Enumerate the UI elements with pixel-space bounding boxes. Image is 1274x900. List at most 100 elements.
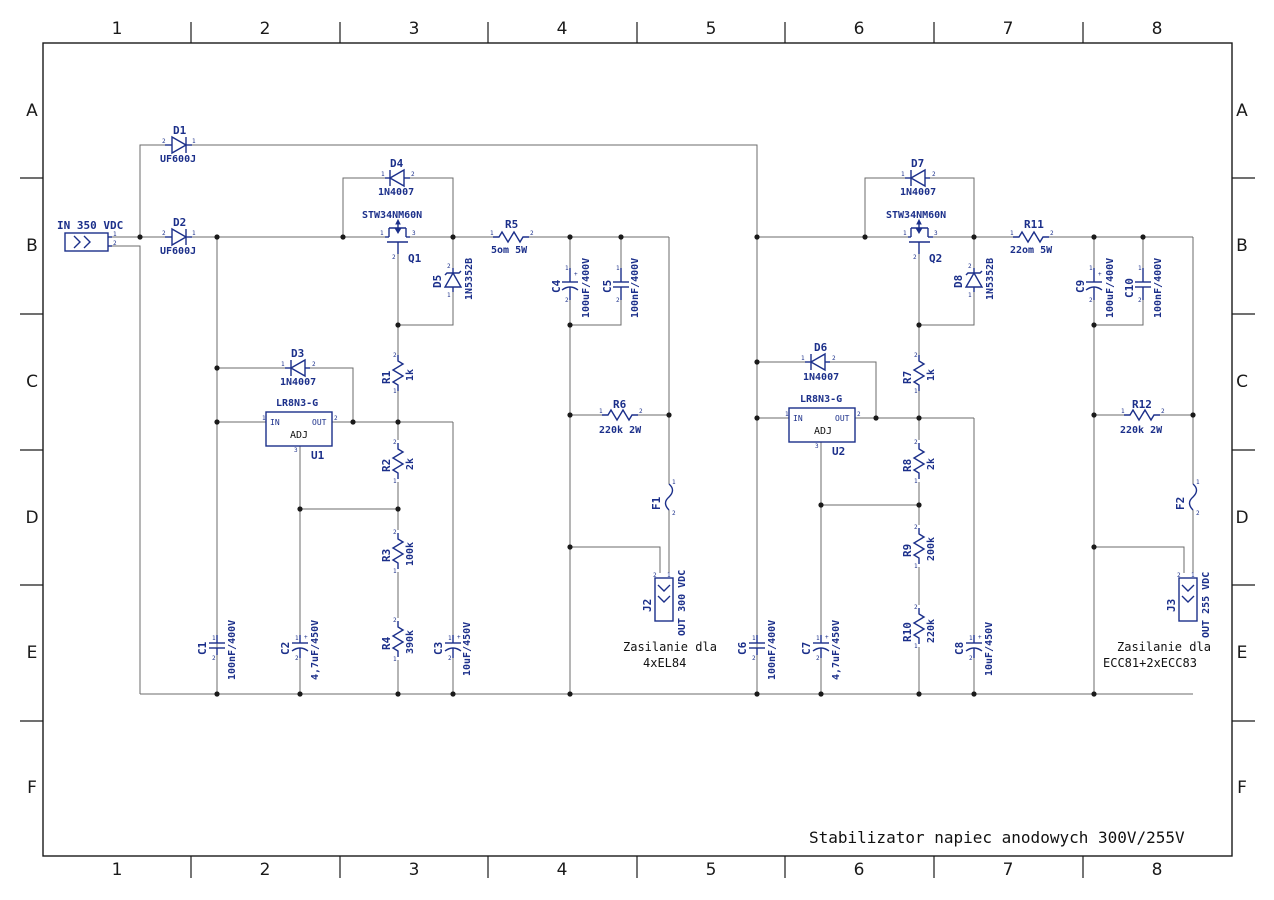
svg-text:2: 2 — [212, 655, 216, 662]
r1-value: 1k — [405, 369, 416, 381]
svg-text:1: 1 — [1089, 265, 1093, 272]
svg-text:2: 2 — [913, 254, 917, 261]
capacitor-c10: 1 2 C10 100nF/400V — [1123, 258, 1164, 318]
svg-text:2: 2 — [816, 655, 820, 662]
u2-in-label: IN — [793, 414, 803, 423]
row-label-left: B — [26, 236, 38, 256]
svg-text:3: 3 — [934, 230, 938, 237]
resistor-r10: 2 1 R10 220k — [901, 604, 937, 650]
svg-text:2: 2 — [914, 439, 918, 446]
resistor-r5: 1 2 R5 5om 5W — [490, 218, 534, 256]
r5-ref: R5 — [505, 218, 518, 231]
row-label-left: E — [27, 643, 38, 663]
c7-value: 4,7uF/450V — [831, 620, 842, 680]
col-label-bottom: 4 — [557, 860, 568, 880]
mosfet-q1: 1 3 2 STW34NM60N Q1 — [362, 210, 422, 265]
d4-ref: D4 — [390, 157, 404, 170]
row-label-left: A — [26, 101, 38, 121]
svg-text:1: 1 — [785, 411, 789, 418]
c6-ref: C6 — [736, 641, 749, 655]
svg-text:2: 2 — [162, 138, 166, 145]
c2-ref: C2 — [279, 642, 292, 655]
diode-d4: 1 2 D4 1N4007 — [378, 157, 415, 198]
r12-value: 220k 2W — [1120, 425, 1163, 436]
svg-text:2: 2 — [653, 572, 657, 579]
svg-text:1: 1 — [1138, 265, 1142, 272]
svg-text:2: 2 — [162, 230, 166, 237]
j2-value: OUT 300 VDC — [677, 570, 688, 636]
col-label-bottom: 6 — [854, 860, 865, 880]
row-label-left: C — [26, 372, 38, 392]
svg-text:1: 1 — [393, 656, 397, 663]
r3-value: 100k — [405, 542, 416, 566]
c9-ref: C9 — [1074, 280, 1087, 293]
svg-text:2: 2 — [857, 411, 861, 418]
svg-text:2: 2 — [393, 439, 397, 446]
d8-value: 1N5352B — [985, 258, 996, 300]
c8-ref: C8 — [953, 642, 966, 655]
svg-text:2: 2 — [448, 655, 452, 662]
svg-text:1: 1 — [448, 635, 452, 642]
r7-value: 1k — [926, 369, 937, 381]
svg-text:1: 1 — [1191, 572, 1195, 579]
svg-text:2: 2 — [1177, 572, 1181, 579]
svg-text:1: 1 — [1196, 479, 1200, 486]
svg-text:2: 2 — [1196, 510, 1200, 517]
c1-ref: C1 — [196, 641, 209, 655]
svg-text:3: 3 — [815, 443, 819, 450]
j3-note-line1: Zasilanie dla — [1117, 640, 1211, 654]
f1-ref: F1 — [650, 496, 663, 510]
svg-text:1: 1 — [801, 355, 805, 362]
col-label-bottom: 3 — [409, 860, 420, 880]
svg-text:+: + — [1098, 271, 1102, 278]
d1-ref: D1 — [173, 124, 187, 137]
r4-ref: R4 — [380, 636, 393, 650]
svg-text:2: 2 — [968, 263, 972, 270]
svg-text:1: 1 — [914, 388, 918, 395]
u2-adj-label: ADJ — [814, 426, 832, 437]
col-label-bottom: 7 — [1003, 860, 1014, 880]
d8-ref: D8 — [952, 275, 965, 288]
wires — [112, 144, 1194, 695]
svg-text:2: 2 — [393, 617, 397, 624]
svg-text:2: 2 — [639, 408, 643, 415]
c5-value: 100nF/400V — [630, 258, 641, 318]
svg-text:2: 2 — [295, 655, 299, 662]
zener-d5: 2 1 D5 1N5352B — [431, 258, 475, 300]
j3-value: OUT 255 VDC — [1201, 572, 1212, 638]
d5-value: 1N5352B — [464, 258, 475, 300]
col-label-top: 8 — [1152, 19, 1163, 39]
capacitor-c1: 1 2 C1 100nF/400V — [196, 620, 238, 680]
j3-note-line2: ECC81+2xECC83 — [1103, 656, 1197, 670]
col-label-top: 6 — [854, 19, 865, 39]
svg-text:2: 2 — [393, 352, 397, 359]
u1-value: LR8N3-G — [276, 398, 318, 409]
r7-ref: R7 — [901, 371, 914, 384]
c5-ref: C5 — [601, 280, 614, 293]
d4-value: 1N4007 — [378, 187, 414, 198]
svg-text:1: 1 — [393, 388, 397, 395]
r11-ref: R11 — [1024, 218, 1044, 231]
svg-text:+: + — [825, 634, 829, 641]
u1-in-label: IN — [270, 418, 280, 427]
svg-text:1: 1 — [914, 643, 918, 650]
svg-text:2: 2 — [1089, 297, 1093, 304]
r2-ref: R2 — [380, 459, 393, 472]
svg-text:2: 2 — [969, 655, 973, 662]
svg-text:1: 1 — [113, 231, 117, 238]
diode-d3: 1 2 D3 1N4007 — [280, 347, 316, 388]
svg-text:1: 1 — [969, 635, 973, 642]
svg-text:1: 1 — [752, 635, 756, 642]
svg-text:2: 2 — [565, 297, 569, 304]
j2-note-line2: 4xEL84 — [643, 656, 686, 670]
svg-text:1: 1 — [616, 265, 620, 272]
r10-value: 220k — [926, 619, 937, 643]
svg-text:2: 2 — [832, 355, 836, 362]
d1-value: UF600J — [160, 154, 196, 165]
d6-value: 1N4007 — [803, 372, 839, 383]
fuse-f1: 1 2 F1 — [650, 479, 676, 517]
regulator-u1: 1 2 3 IN OUT ADJ LR8N3-G U1 — [262, 398, 338, 462]
col-label-bottom: 2 — [260, 860, 271, 880]
svg-text:+: + — [978, 634, 982, 641]
svg-text:+: + — [304, 634, 308, 641]
